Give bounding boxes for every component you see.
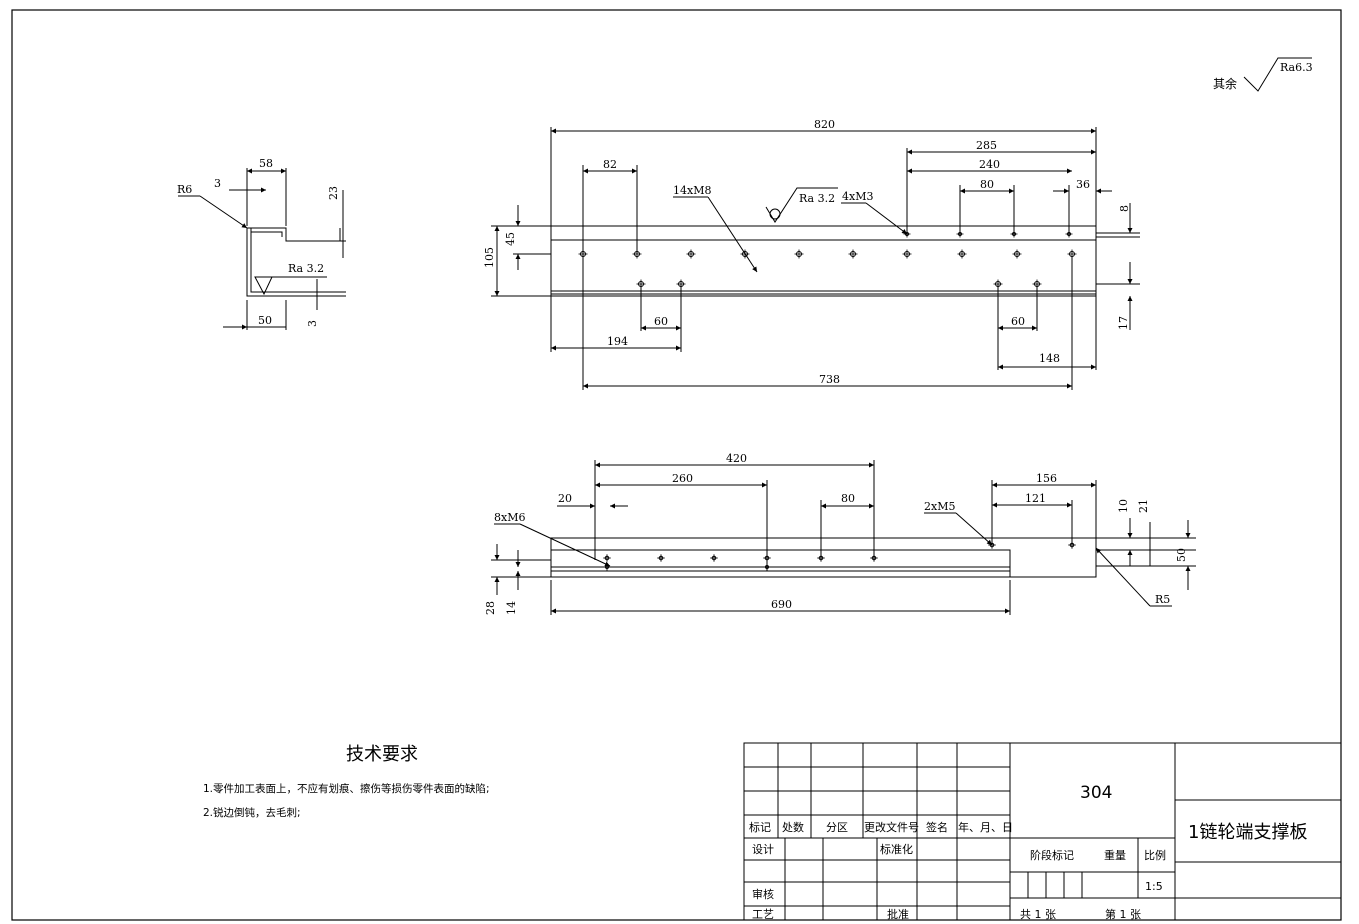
dim-738: 738 — [819, 373, 840, 386]
tech-req-line-2: 2.锐边倒钝，去毛刺; — [203, 806, 301, 819]
dim-10: 10 — [1117, 499, 1130, 513]
tb-sheet: 第 1 张 — [1105, 907, 1141, 921]
tb-standard: 标准化 — [880, 842, 913, 856]
dim-23: 23 — [327, 186, 340, 200]
label-4xm3: 4xM3 — [842, 190, 873, 203]
dim-28: 28 — [484, 601, 497, 615]
dim-50: 50 — [258, 314, 272, 327]
profile-roughness: Ra 3.2 — [288, 262, 324, 275]
dim-r5: R5 — [1155, 593, 1170, 606]
tb-col-sign: 签名 — [926, 820, 948, 834]
dim-58: 58 — [259, 157, 273, 170]
tech-req-line-1: 1.零件加工表面上，不应有划痕、擦伤等损伤零件表面的缺陷; — [203, 782, 490, 795]
dim-60-right: 60 — [1011, 315, 1025, 328]
dim-148: 148 — [1039, 352, 1060, 365]
tb-ratio: 1:5 — [1145, 880, 1163, 893]
dim-690: 690 — [771, 598, 792, 611]
dim-17: 17 — [1117, 316, 1130, 330]
tb-part-name: 1链轮端支撑板 — [1188, 822, 1307, 843]
bottom-view — [491, 460, 1196, 615]
tb-design: 设计 — [752, 843, 774, 856]
tb-col-mark: 标记 — [749, 820, 771, 834]
dim-80: 80 — [980, 178, 994, 191]
dim-105: 105 — [483, 247, 496, 268]
dim-r6: R6 — [177, 183, 192, 196]
tb-total: 共 1 张 — [1020, 908, 1056, 921]
tb-material: 304 — [1080, 783, 1112, 803]
profile-view — [178, 168, 346, 330]
dim-260: 260 — [672, 472, 693, 485]
dim-3-top: 3 — [214, 177, 221, 190]
dim-80-bottom: 80 — [841, 492, 855, 505]
dim-3-bottom: 3 — [306, 320, 319, 327]
title-block — [743, 742, 1342, 921]
dim-14: 14 — [505, 601, 518, 615]
bottom-view-holes — [603, 541, 1076, 571]
sheet-border — [11, 9, 1342, 921]
dim-50-bottom: 50 — [1175, 548, 1188, 562]
dim-45: 45 — [504, 232, 517, 246]
dim-420: 420 — [726, 452, 747, 465]
tb-process: 工艺 — [752, 908, 774, 921]
front-roughness: Ra 3.2 — [799, 192, 835, 205]
tb-col-doc: 更改文件号 — [864, 820, 919, 834]
label-2xm5: 2xM5 — [924, 500, 955, 513]
surface-note-value: Ra6.3 — [1280, 61, 1313, 74]
dim-8: 8 — [1118, 205, 1131, 212]
dim-36: 36 — [1076, 178, 1090, 191]
tb-col-date: 年、月、日 — [958, 820, 1013, 834]
front-view — [491, 127, 1140, 390]
label-14xm8: 14xM8 — [673, 184, 711, 197]
label-8xm6: 8xM6 — [494, 511, 525, 524]
dim-20: 20 — [558, 492, 572, 505]
dim-194: 194 — [607, 335, 628, 348]
tb-col-count: 处数 — [782, 821, 804, 834]
front-view-holes — [578, 230, 1077, 289]
tb-stage: 阶段标记 — [1030, 848, 1074, 862]
dim-156: 156 — [1036, 472, 1057, 485]
dim-121: 121 — [1025, 492, 1046, 505]
dim-60-left: 60 — [654, 315, 668, 328]
tb-weight: 重量 — [1104, 848, 1126, 862]
dim-21: 21 — [1137, 499, 1150, 513]
tech-req-title: 技术要求 — [346, 744, 418, 765]
surface-note-prefix: 其余 — [1213, 76, 1237, 91]
dim-285: 285 — [976, 139, 997, 152]
tb-ratio-label: 比例 — [1144, 848, 1166, 862]
tb-col-zone: 分区 — [826, 821, 848, 834]
tb-approve: 批准 — [887, 907, 909, 921]
tb-review: 审核 — [752, 887, 774, 901]
dim-82: 82 — [603, 158, 617, 171]
dim-240: 240 — [979, 158, 1000, 171]
surface-roughness-symbol — [1243, 57, 1312, 92]
dim-820: 820 — [814, 118, 835, 131]
